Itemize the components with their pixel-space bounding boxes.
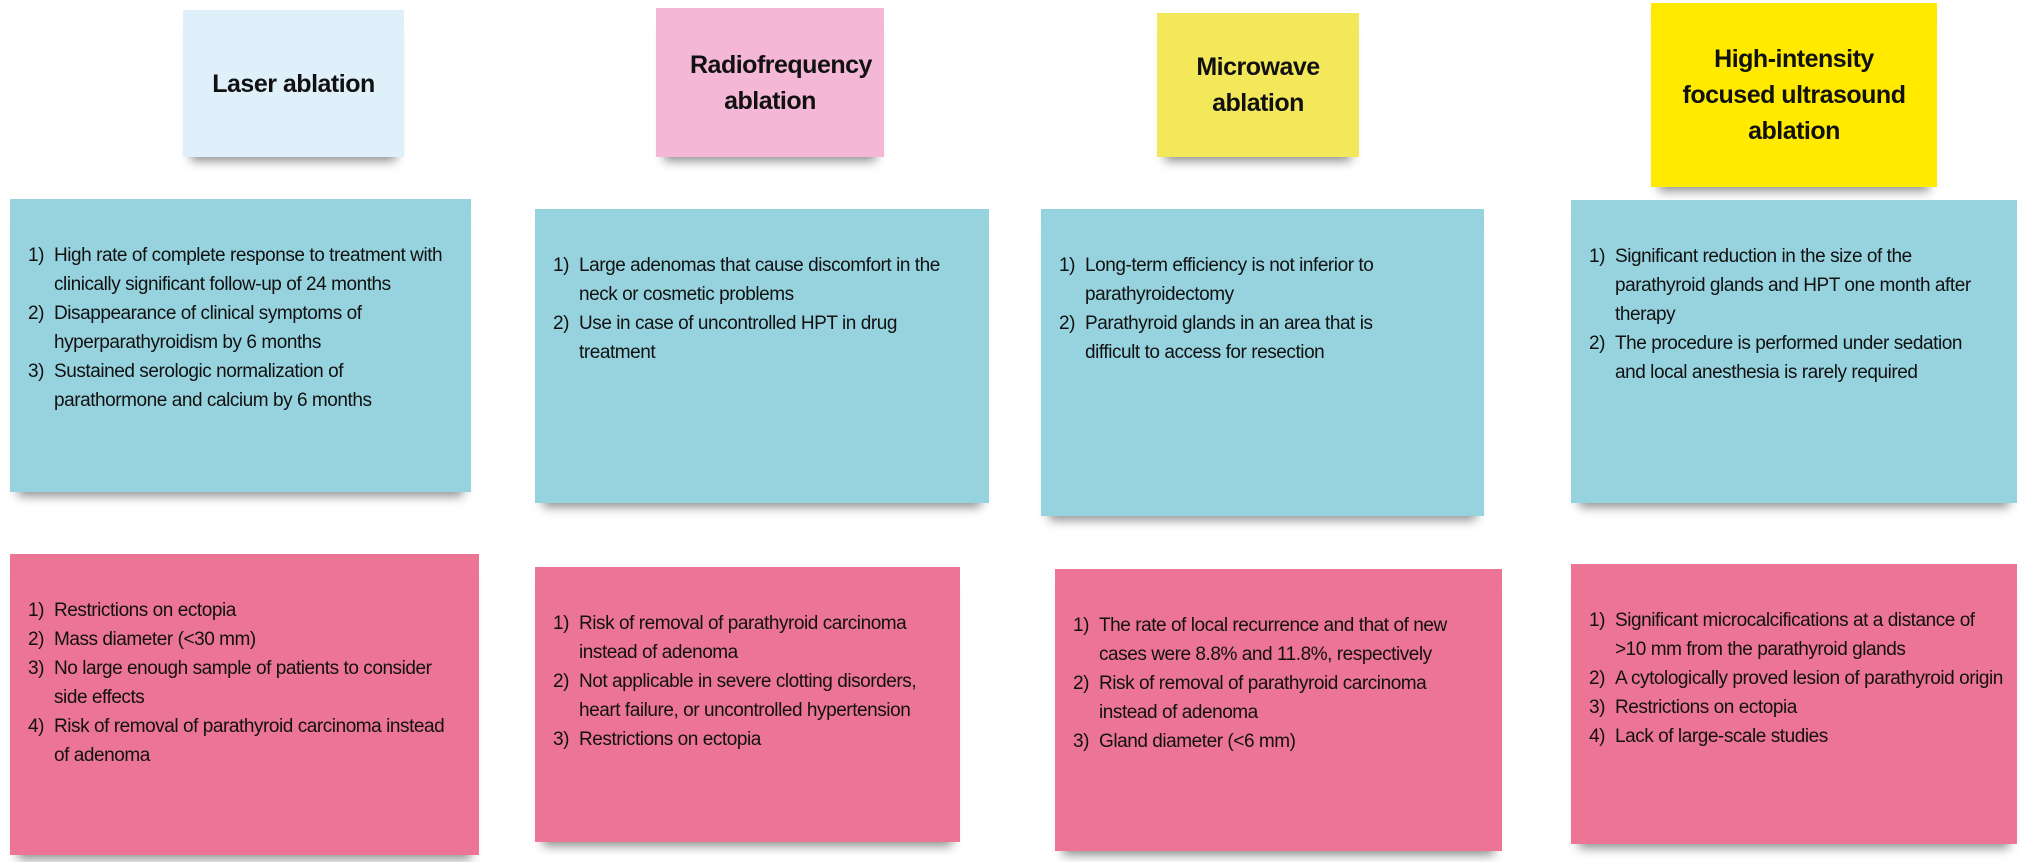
item-number: 2) [1589, 333, 1605, 354]
limitations-list: 1) The rate of local recurrence and that … [1073, 611, 1453, 756]
list-item: 4) Risk of removal of parathyroid carcino… [28, 712, 458, 770]
advantages-list: 1) Significant reduction in the size of t… [1589, 242, 1989, 387]
item-number: 2) [28, 303, 44, 324]
item-text: A cytologically proved lesion of parathy… [1615, 668, 2003, 689]
list-item: 1) Large adenomas that cause discomfort i… [553, 251, 975, 309]
item-number: 1) [1073, 615, 1089, 636]
list-item: 1) High rate of complete response to trea… [28, 241, 453, 299]
item-number: 2) [1059, 313, 1075, 334]
item-text: Parathyroid glands in an area that is di… [1085, 313, 1373, 363]
item-number: 3) [1073, 731, 1089, 752]
method-title-note: Laser ablation [183, 10, 404, 157]
list-item: 2) A cytologically proved lesion of parat… [1589, 664, 2003, 693]
item-text: Restrictions on ectopia [1615, 697, 1797, 718]
item-text: Risk of removal of parathyroid carcinoma… [54, 716, 445, 766]
item-text: High rate of complete response to treatm… [54, 245, 443, 295]
advantages-note: 1) High rate of complete response to trea… [10, 199, 471, 492]
item-number: 1) [553, 613, 569, 634]
list-item: 1) Restrictions on ectopia [28, 596, 458, 625]
item-number: 4) [28, 716, 44, 737]
limitations-note: 1) Risk of removal of parathyroid carcino… [535, 567, 960, 842]
item-text: Risk of removal of parathyroid carcinoma… [579, 613, 907, 663]
item-text: Large adenomas that cause discomfort in … [579, 255, 940, 305]
limitations-note: 1) The rate of local recurrence and that … [1055, 569, 1502, 851]
item-number: 1) [28, 600, 44, 621]
advantages-list: 1) Large adenomas that cause discomfort i… [553, 251, 975, 367]
list-item: 2) Use in case of uncontrolled HPT in dru… [553, 309, 975, 367]
item-text: Long-term efficiency is not inferior to … [1085, 255, 1374, 305]
list-item: 2) Parathyroid glands in an area that is … [1059, 309, 1419, 367]
item-number: 1) [28, 245, 44, 266]
advantages-note: 1) Significant reduction in the size of t… [1571, 200, 2017, 503]
advantages-list: 1) Long-term efficiency is not inferior t… [1059, 251, 1419, 367]
limitations-list: 1) Risk of removal of parathyroid carcino… [553, 609, 946, 754]
item-text: Significant reduction in the size of the… [1615, 246, 1971, 325]
limitations-note: 1) Significant microcalcifications at a d… [1571, 564, 2017, 844]
method-title-note: High-intensity focused ultrasound ablati… [1651, 3, 1937, 187]
limitations-note: 1) Restrictions on ectopia 2) Mass diameter… [10, 554, 479, 855]
item-text: Lack of large-scale studies [1615, 726, 1828, 747]
list-item: 2) Disappearance of clinical symptoms of … [28, 299, 453, 357]
method-title: Laser ablation [212, 69, 375, 98]
item-number: 1) [1589, 246, 1605, 267]
list-item: 1) The rate of local recurrence and that … [1073, 611, 1453, 669]
item-text: Sustained serologic normalization of par… [54, 361, 372, 411]
item-text: The procedure is performed under sedatio… [1615, 333, 1962, 383]
advantages-note: 1) Large adenomas that cause discomfort i… [535, 209, 989, 503]
limitations-list: 1) Significant microcalcifications at a d… [1589, 606, 2003, 751]
item-text: Significant microcalcifications at a dis… [1615, 610, 1975, 660]
item-text: Disappearance of clinical symptoms of hy… [54, 303, 362, 353]
item-number: 3) [28, 658, 44, 679]
list-item: 2) The procedure is performed under sedat… [1589, 329, 1989, 387]
item-number: 4) [1589, 726, 1605, 747]
advantages-list: 1) High rate of complete response to trea… [28, 241, 453, 415]
item-number: 1) [1589, 610, 1605, 631]
item-number: 2) [28, 629, 44, 650]
list-item: 2) Mass diameter (<30 mm) [28, 625, 458, 654]
item-number: 2) [553, 313, 569, 334]
method-title: High-intensity focused ultrasound ablati… [1682, 45, 1906, 145]
method-title-note: Microwave ablation [1157, 13, 1359, 157]
advantages-note: 1) Long-term efficiency is not inferior t… [1041, 209, 1484, 516]
item-text: No large enough sample of patients to co… [54, 658, 432, 708]
item-number: 2) [1073, 673, 1089, 694]
list-item: 1) Risk of removal of parathyroid carcino… [553, 609, 946, 667]
item-number: 2) [1589, 668, 1605, 689]
item-text: Not applicable in severe clotting disord… [579, 671, 917, 721]
item-text: Mass diameter (<30 mm) [54, 629, 256, 650]
item-number: 2) [553, 671, 569, 692]
item-number: 3) [553, 729, 569, 750]
list-item: 4) Lack of large-scale studies [1589, 722, 2003, 751]
item-text: The rate of local recurrence and that of… [1099, 615, 1447, 665]
list-item: 3) Sustained serologic normalization of p… [28, 357, 453, 415]
item-text: Risk of removal of parathyroid carcinoma… [1099, 673, 1427, 723]
item-text: Restrictions on ectopia [54, 600, 236, 621]
list-item: 1) Significant microcalcifications at a d… [1589, 606, 2003, 664]
list-item: 1) Long-term efficiency is not inferior t… [1059, 251, 1419, 309]
item-text: Gland diameter (<6 mm) [1099, 731, 1296, 752]
item-text: Use in case of uncontrolled HPT in drug … [579, 313, 897, 363]
method-title-note: Radiofrequency ablation [656, 8, 884, 157]
list-item: 1) Significant reduction in the size of t… [1589, 242, 1989, 329]
list-item: 3) Restrictions on ectopia [1589, 693, 2003, 722]
limitations-list: 1) Restrictions on ectopia 2) Mass diameter… [28, 596, 458, 770]
item-number: 1) [1059, 255, 1075, 276]
item-number: 3) [28, 361, 44, 382]
list-item: 2) Not applicable in severe clotting diso… [553, 667, 946, 725]
list-item: 3) No large enough sample of patients to … [28, 654, 458, 712]
list-item: 2) Risk of removal of parathyroid carcino… [1073, 669, 1453, 727]
list-item: 3) Gland diameter (<6 mm) [1073, 727, 1453, 756]
method-title: Microwave ablation [1196, 53, 1320, 117]
method-title: Radiofrequency ablation [690, 50, 872, 115]
list-item: 3) Restrictions on ectopia [553, 725, 946, 754]
item-number: 3) [1589, 697, 1605, 718]
item-text: Restrictions on ectopia [579, 729, 761, 750]
item-number: 1) [553, 255, 569, 276]
